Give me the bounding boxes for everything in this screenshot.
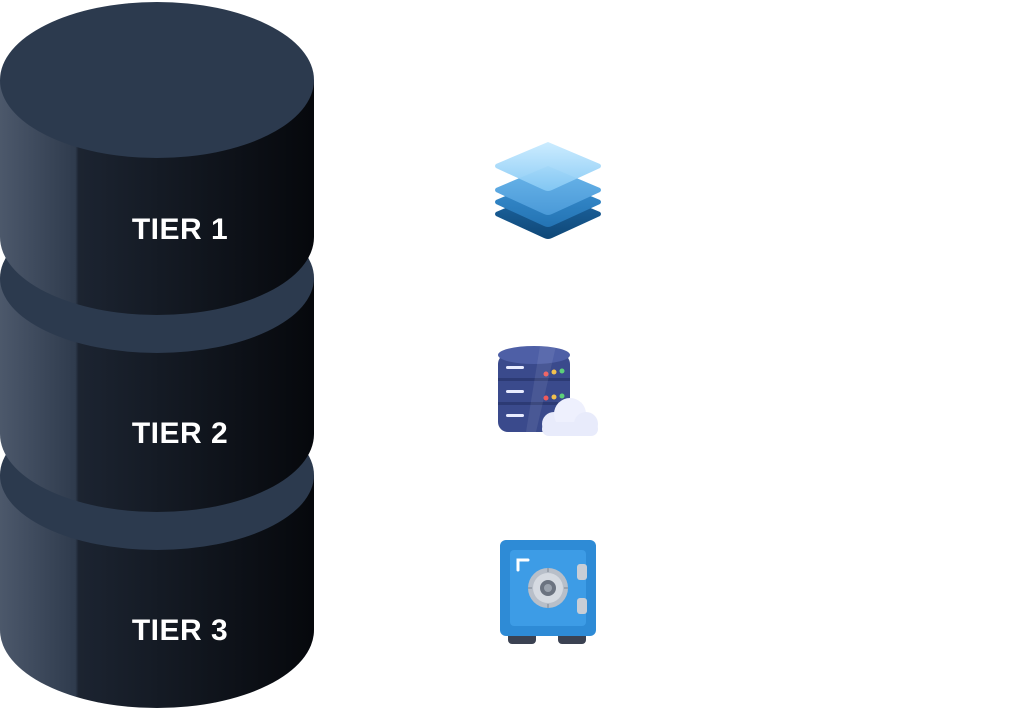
tier-3-label: TIER 3 <box>131 614 229 647</box>
cloud-server-icon <box>496 344 600 438</box>
layers-icon <box>494 140 602 242</box>
tier-1-cylinder <box>0 2 314 315</box>
tier-1-top <box>0 2 314 158</box>
tier-1-label: TIER 1 <box>131 213 229 246</box>
tier-2-label: TIER 2 <box>131 417 229 450</box>
safe-vault-icon <box>500 540 596 648</box>
